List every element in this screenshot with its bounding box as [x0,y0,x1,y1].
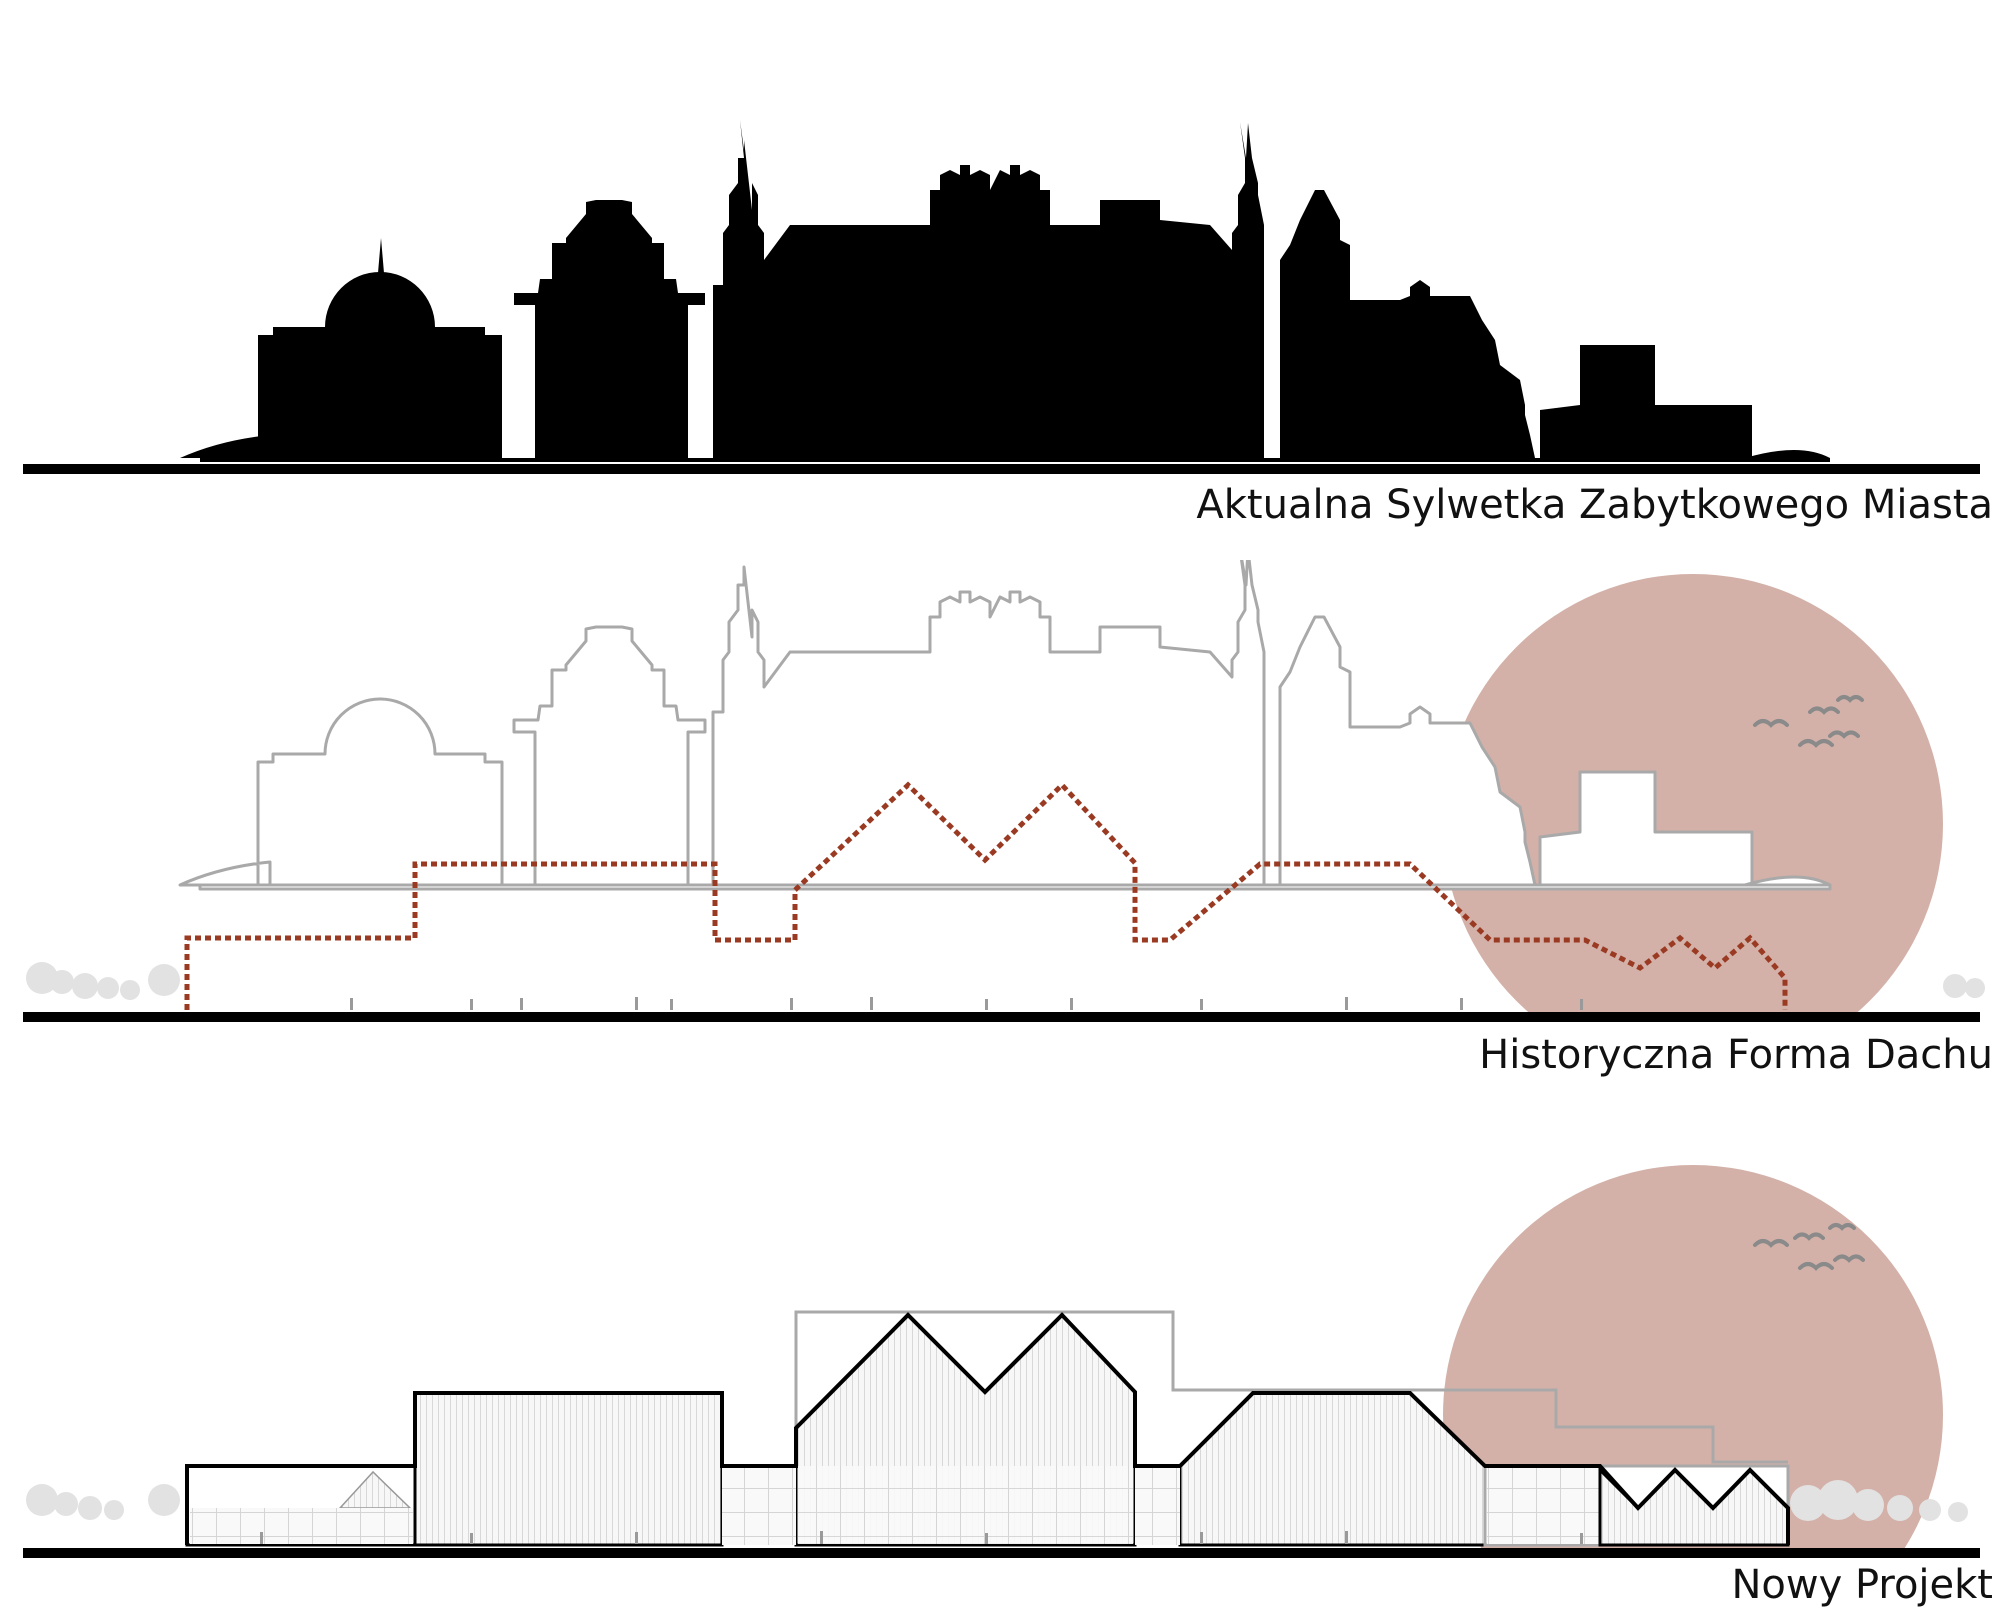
tree-icon [148,1484,180,1516]
caption-historic: Historyczna Forma Dachu [1479,1032,1993,1078]
ground-line-1 [23,464,1980,474]
tree-icon [1943,974,1967,998]
bird-icon [1836,695,1864,703]
bird-icon [1833,1254,1865,1263]
new-roofline [185,1312,1790,1545]
person-icon [1580,1533,1583,1544]
tree-icon [72,973,98,999]
person-icon [520,998,523,1010]
people [350,997,1583,1010]
people [260,1531,1583,1544]
tree-icon [26,1484,58,1516]
tree-icon [1919,1499,1941,1521]
trees-left [26,962,180,1000]
ground-line-3 [23,1548,1980,1558]
city-silhouette [180,122,1830,462]
historic-roofline [184,781,1788,1010]
tree-icon [1887,1495,1913,1521]
birds [1753,1223,1865,1271]
tree-icon [26,962,58,994]
person-icon [1345,1531,1348,1544]
bird-icon [1808,706,1840,715]
tree-icon [1818,1480,1858,1520]
person-icon [1070,998,1073,1010]
person-icon [985,1533,988,1544]
birds [1753,695,1864,748]
building-masses [185,1312,1790,1547]
person-icon [635,997,638,1010]
person-icon [1345,997,1348,1010]
panel-current-silhouette: Aktualna Sylwetka Zabytkowego Miasta [23,120,1993,528]
sun-disc [1443,1165,1943,1548]
mass-connector-grid-b [1135,1466,1180,1545]
bird-icon [1828,1223,1856,1231]
bird-icon [1753,719,1789,728]
person-icon [350,998,353,1010]
tree-icon [54,1492,78,1516]
person-icon [985,999,988,1010]
person-icon [260,1532,263,1544]
tree-icon [97,977,119,999]
mass-right-block [1178,1391,1487,1547]
person-icon [790,998,793,1010]
caption-current: Aktualna Sylwetka Zabytkowego Miasta [1196,482,1993,528]
tree-icon [104,1500,124,1520]
tree-icon [1852,1489,1884,1521]
person-icon [1580,999,1583,1010]
bird-icon [1798,1262,1834,1271]
panel-new-project [26,1165,1968,1548]
tree-icon [78,1496,102,1520]
tree-icon [148,964,180,996]
bird-icon [1793,1232,1825,1241]
person-icon [635,1532,638,1544]
bird-icon [1753,1239,1789,1248]
mass-connector-grid-a [722,1466,796,1545]
tree-icon [1948,1502,1968,1522]
mass-tall-block [413,1391,724,1547]
sun-disc [1443,574,1943,1014]
bird-icon [1798,739,1834,748]
mass-right-grid [1487,1468,1607,1544]
tree-icon [50,970,74,994]
mass-left-grid [190,1508,413,1544]
person-icon [1460,998,1463,1010]
person-icon [670,999,673,1010]
trees-left [26,1484,180,1520]
tree-icon [1790,1485,1826,1521]
existing-envelope-outline [794,1310,1788,1465]
trees-right [1790,1480,1968,1522]
person-icon [1200,999,1203,1010]
spire-left [734,120,748,230]
person-icon [1200,1532,1203,1544]
mass-central-grid [798,1466,1133,1544]
person-icon [870,997,873,1010]
person-icon [820,1531,823,1544]
person-icon [470,1533,473,1544]
panel-historic-roof [26,560,1985,1014]
bird-icon [1828,730,1860,739]
trees-right [1943,974,1985,998]
person-icon [470,999,473,1010]
dome-finial [378,238,384,273]
ground-line-2 [23,1012,1980,1022]
caption-new-project: Nowy Projekt [1731,1562,1993,1608]
tree-icon [120,980,140,1000]
tree-icon [1965,978,1985,998]
